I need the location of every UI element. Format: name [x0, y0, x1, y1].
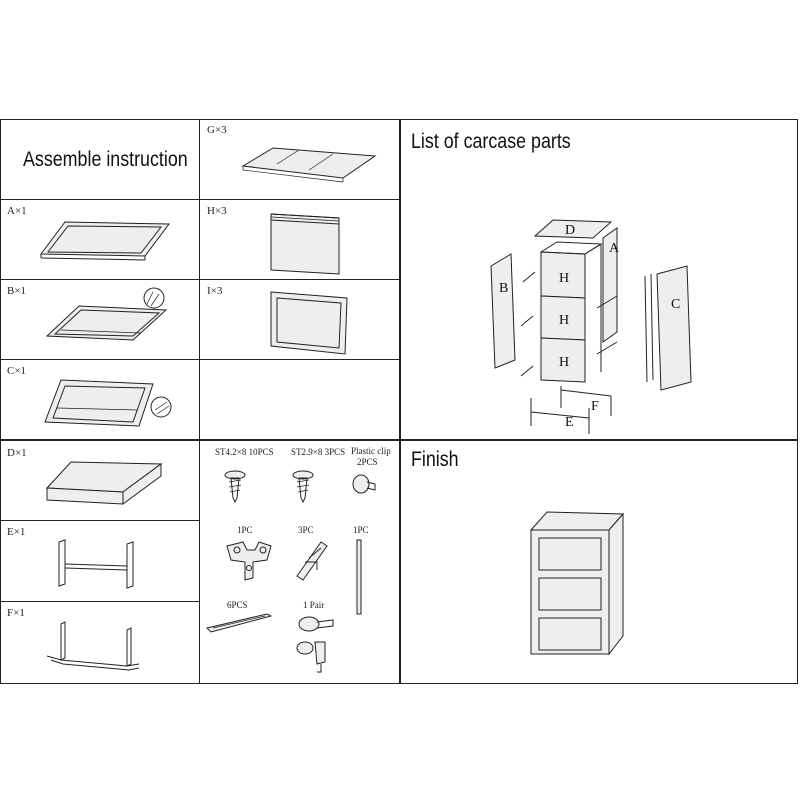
svg-text:A: A	[609, 241, 620, 256]
divider	[1, 439, 798, 441]
part-d-top	[533, 219, 613, 239]
part-i-drawer-frame-drawing	[270, 291, 348, 355]
part-label: B×1	[7, 285, 27, 297]
part-label: G×3	[207, 124, 227, 136]
hardware-label: ST4.2×8 10PCS	[215, 447, 274, 457]
part-e-base-drawing	[58, 539, 134, 589]
part-label: E×1	[7, 526, 26, 538]
page-title: Assemble instruction	[23, 148, 188, 171]
part-b-frame-drawing	[45, 287, 168, 341]
divider	[1, 359, 399, 360]
finished-cabinet-drawing	[529, 511, 625, 656]
part-label: F×1	[7, 607, 25, 619]
finish-title: Finish	[411, 448, 459, 471]
part-label: H×3	[207, 205, 227, 217]
divider	[399, 120, 401, 683]
svg-text:H: H	[559, 355, 569, 370]
svg-text:F: F	[591, 399, 599, 414]
svg-text:B: B	[499, 281, 508, 296]
divider	[1, 199, 399, 200]
carcase-parts-title: List of carcase parts	[411, 130, 571, 153]
svg-text:H: H	[559, 313, 569, 328]
hardware-label: 1 Pair	[303, 600, 325, 610]
divider	[1, 601, 199, 602]
part-a-back	[602, 227, 618, 343]
bracket-icon	[226, 541, 272, 581]
hardware-label: 6PCS	[227, 600, 248, 610]
plastic-clip-icon	[352, 474, 376, 494]
lock-and-keys-icon	[296, 616, 334, 673]
part-f-base-drawing	[46, 621, 140, 671]
hardware-label: 1PC	[353, 525, 369, 535]
screw-icon	[224, 470, 246, 504]
instruction-sheet: Assemble instruction A×1 B×1 C×1 D×1 E×1	[0, 119, 798, 684]
svg-text:H: H	[559, 271, 569, 286]
part-g-shelf-drawing	[241, 147, 377, 183]
part-d-panel-drawing	[45, 461, 163, 505]
svg-text:D: D	[565, 223, 575, 238]
hardware-label: Plastic clip	[351, 446, 391, 456]
rod-icon	[356, 539, 362, 615]
screw-icon	[292, 470, 314, 504]
divider	[1, 279, 399, 280]
slide-rail-icon	[206, 613, 273, 633]
hardware-label: ST2.9×8 3PCS	[291, 447, 346, 457]
svg-text:E: E	[565, 415, 574, 430]
part-h-drawer-front-drawing	[270, 213, 340, 275]
part-c-frame-drawing	[44, 379, 172, 427]
svg-text:C: C	[671, 297, 680, 312]
divider	[199, 120, 200, 683]
hardware-sublabel: 2PCS	[357, 457, 378, 467]
exploded-carcase-diagram: D A B C H H H F E	[490, 219, 692, 434]
part-label: A×1	[7, 205, 27, 217]
drawer-h-3	[540, 337, 586, 383]
part-label: D×1	[7, 447, 27, 459]
part-c-side	[656, 265, 692, 391]
part-label: I×3	[207, 285, 223, 297]
part-a-frame-drawing	[40, 221, 170, 261]
divider	[1, 520, 199, 521]
hardware-label: 1PC	[237, 525, 253, 535]
hardware-label: 3PC	[298, 525, 314, 535]
part-label: C×1	[7, 365, 27, 377]
part-b-side	[490, 253, 516, 369]
follower-block-icon	[296, 541, 328, 581]
